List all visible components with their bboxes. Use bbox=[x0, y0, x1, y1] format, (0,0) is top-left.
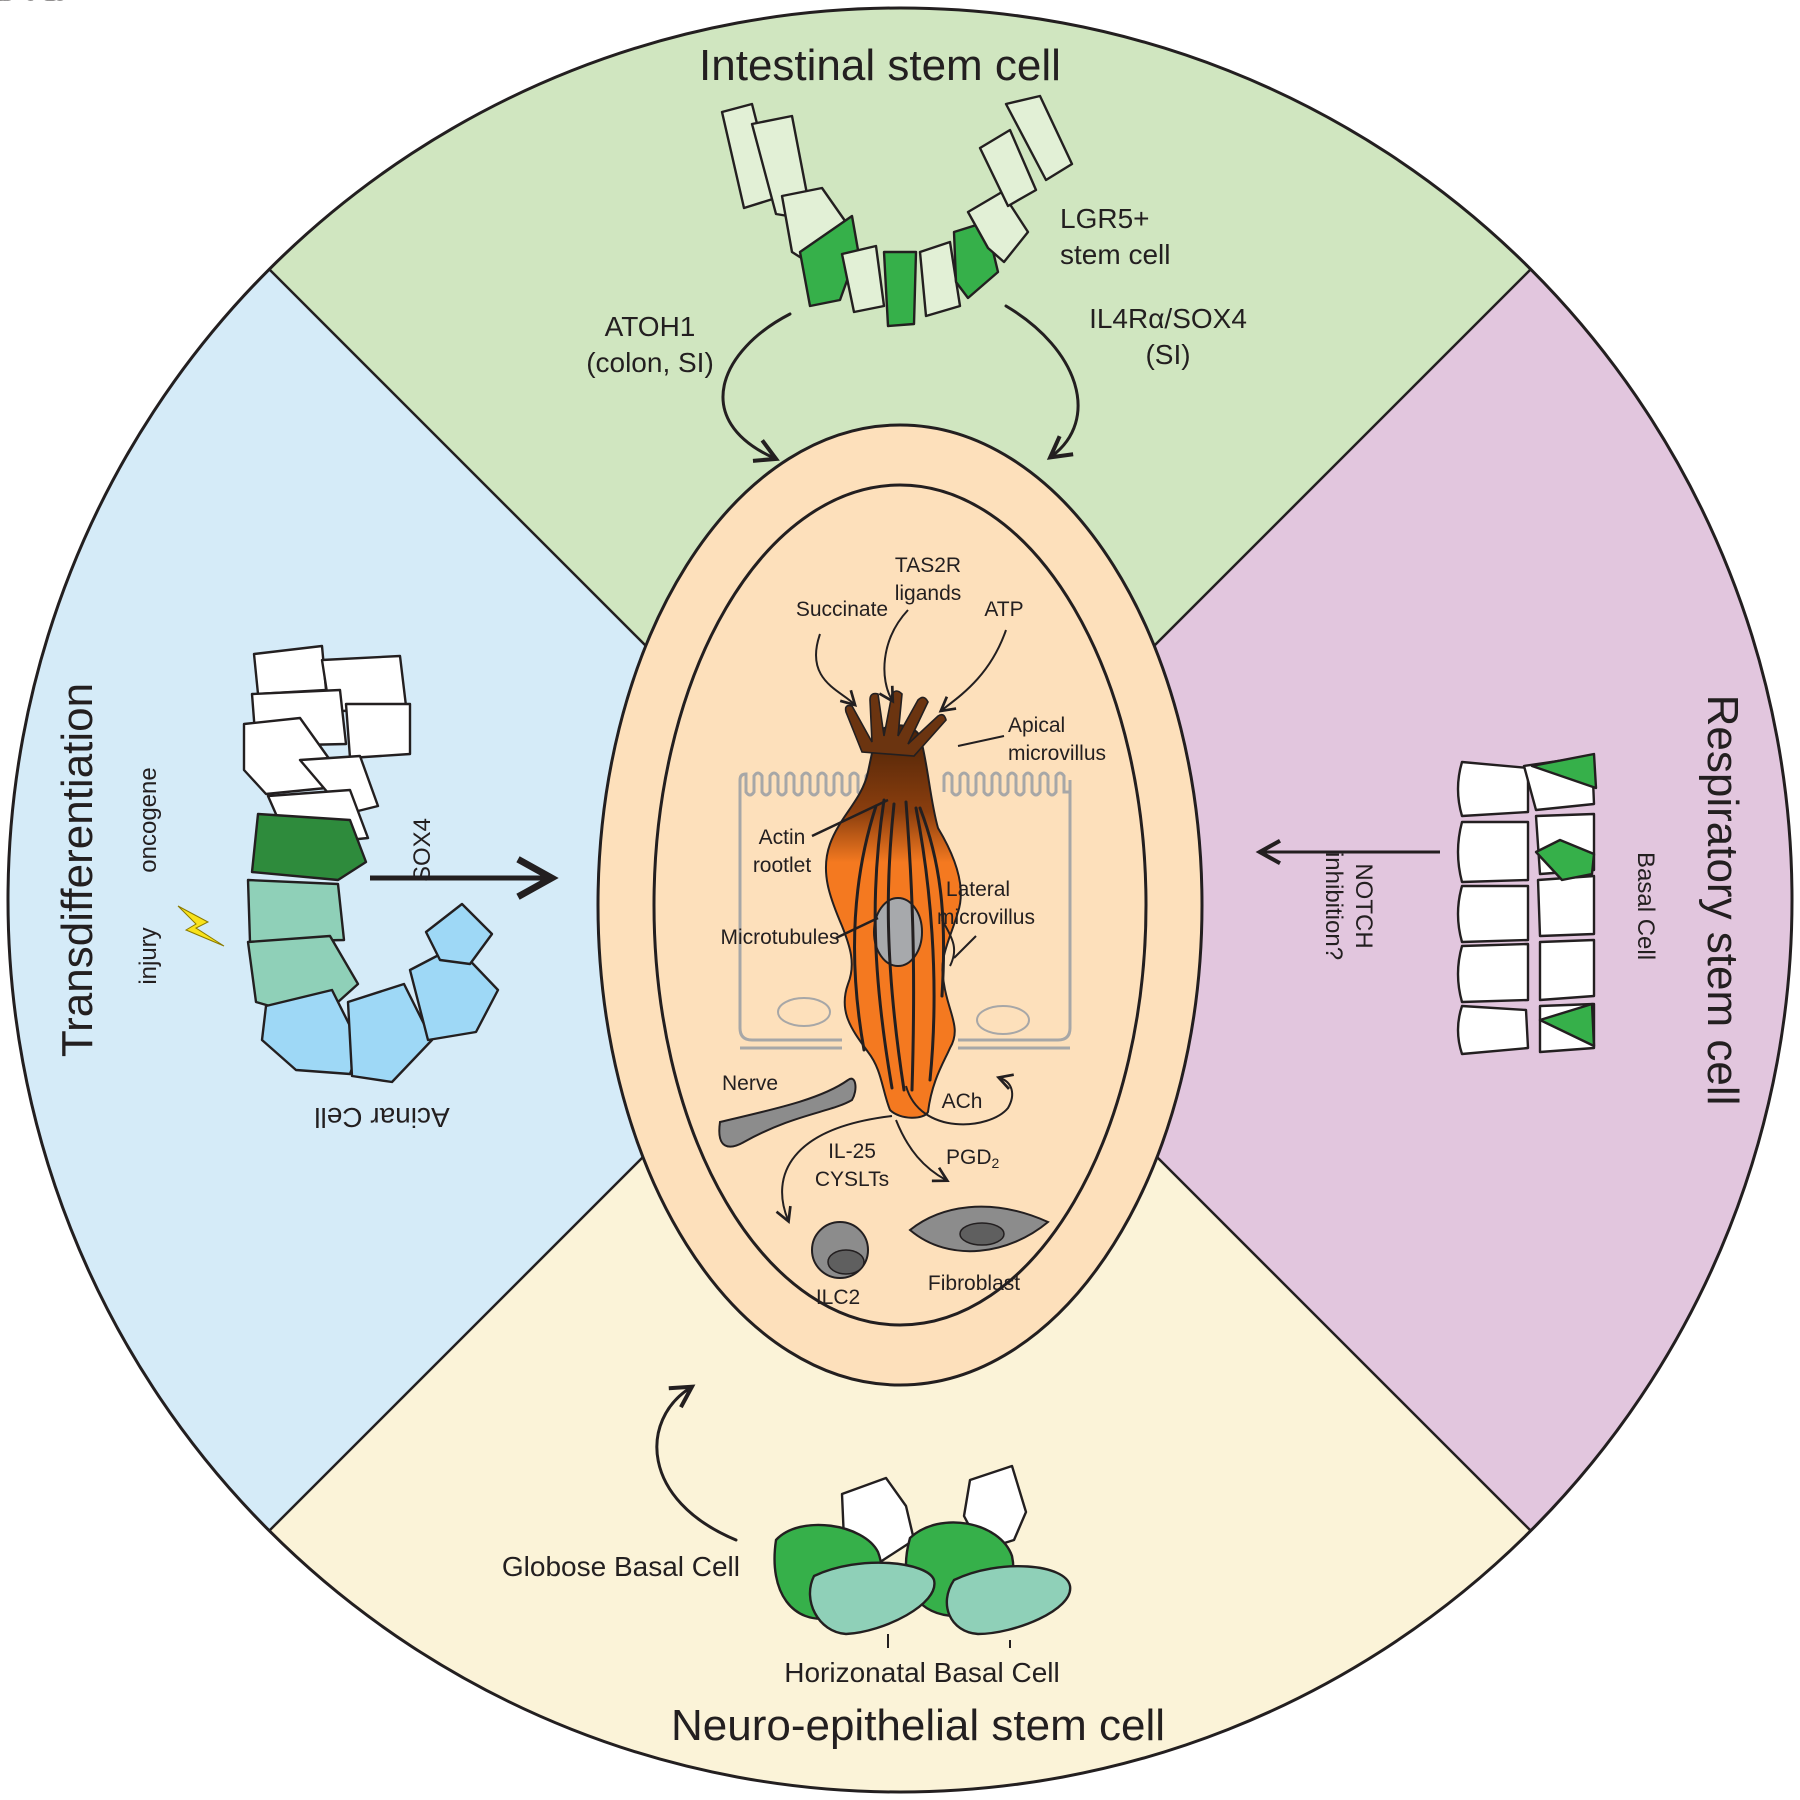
nerve bbox=[718, 1077, 857, 1148]
neighbor-nucleus bbox=[777, 997, 831, 1027]
marker-espn: ESPN bbox=[0, 0, 49, 10]
actin-label: rootlet bbox=[753, 854, 812, 877]
quadrant-respiratory-bg bbox=[900, 8, 1792, 1792]
ach-label: ACh bbox=[942, 1090, 983, 1113]
lateral-label: Lateral bbox=[946, 878, 1010, 901]
fibroblast-nucleus bbox=[959, 1222, 1005, 1246]
marker-alox5: ALOX5 bbox=[0, 0, 58, 10]
notch-label: NOTCH bbox=[1350, 863, 1377, 948]
lateral-label: microvillus bbox=[937, 906, 1035, 929]
pgd2-subscript: 2 bbox=[992, 1155, 1000, 1171]
ilc2-nucleus bbox=[827, 1249, 865, 1275]
transdiff-cell-green bbox=[250, 812, 368, 882]
marker-tubulin: TUBULIN bbox=[0, 0, 77, 10]
marker-trpm5: TRPM5 bbox=[0, 0, 61, 10]
atoh1-arrow bbox=[721, 312, 792, 463]
sox4-label: SOX4 bbox=[409, 818, 436, 882]
neighbor-nucleus bbox=[976, 1005, 1030, 1035]
acinar-cell bbox=[346, 982, 434, 1084]
actin-label: Actin bbox=[759, 826, 806, 849]
acinar-cell bbox=[424, 902, 494, 966]
il4r-label: IL4Rα/SOX4 bbox=[1089, 303, 1247, 334]
horizontal-basal-cell bbox=[945, 1565, 1072, 1636]
acinar-cell bbox=[260, 988, 362, 1076]
nerve-label: Nerve bbox=[722, 1072, 778, 1095]
neighbor-epithelium bbox=[738, 780, 1072, 1042]
horizontal-basal-cell bbox=[808, 1561, 936, 1636]
marker-chat: CHAT bbox=[0, 0, 48, 10]
neuro-title: Neuro-epithelial stem cell bbox=[671, 1701, 1165, 1750]
microvilli-left bbox=[738, 771, 876, 797]
transdiff-title: Transdifferentiation bbox=[53, 683, 102, 1057]
tas2r-label: TAS2R bbox=[895, 554, 961, 577]
marker-spib: SPIB bbox=[0, 0, 41, 10]
marker-il25: IL-25 bbox=[0, 0, 41, 10]
atoh1-label: ATOH1 bbox=[605, 311, 696, 342]
marker-cdhr5: CDHR5 bbox=[0, 0, 62, 10]
microvilli-right bbox=[942, 771, 1072, 797]
apical-label: Apical bbox=[1008, 714, 1065, 737]
pgd2-label: PGD2 bbox=[946, 1146, 1000, 1171]
oncogene-label: oncogene bbox=[135, 767, 162, 872]
pgd2-arrow bbox=[895, 1119, 950, 1183]
ilc2-label: ILC2 bbox=[816, 1286, 860, 1309]
tas2r-arrow bbox=[878, 609, 909, 704]
fibroblast-label: Fibroblast bbox=[928, 1272, 1020, 1295]
respiratory-title: Respiratory stem cell bbox=[1698, 695, 1747, 1106]
atp-label: ATP bbox=[984, 598, 1023, 621]
apical-label: microvillus bbox=[1008, 742, 1106, 765]
notch-label: inhibition? bbox=[1320, 852, 1347, 960]
marker-dclk1: DCLK1* bbox=[0, 0, 65, 10]
horizontal-label: Horizonatal Basal Cell bbox=[784, 1657, 1059, 1688]
basal-cell bbox=[1530, 752, 1598, 790]
lgr5-cell bbox=[882, 250, 918, 328]
globose-label: Globose Basal Cell bbox=[502, 1551, 740, 1582]
succinate-label: Succinate bbox=[796, 598, 888, 621]
transdiff-cell-teal bbox=[246, 878, 346, 944]
il4r-label: (SI) bbox=[1145, 339, 1190, 370]
injury-label: injury bbox=[135, 927, 162, 984]
marker-avil: AVIL bbox=[0, 0, 38, 10]
tuft-cell bbox=[824, 690, 962, 1119]
marker-hpgds: HPGDS bbox=[0, 0, 64, 10]
il4r-arrow bbox=[1004, 304, 1080, 460]
intestinal-crypt bbox=[720, 94, 1074, 328]
basal-cell-label: Basal Cell bbox=[1632, 852, 1659, 960]
il25-label: CYSLTs bbox=[815, 1168, 889, 1191]
lightning-icon bbox=[177, 905, 225, 947]
intestinal-title: Intestinal stem cell bbox=[699, 41, 1061, 90]
il25-arrow bbox=[775, 1115, 893, 1224]
lgr5-label: LGR5+ bbox=[1060, 203, 1150, 234]
il25-label: IL-25 bbox=[828, 1140, 876, 1163]
outer-circle bbox=[6, 6, 1794, 1794]
microtubules-label: Microtubules bbox=[720, 926, 839, 949]
neuro-arrow bbox=[655, 1384, 738, 1542]
respiratory-epithelium bbox=[1456, 752, 1598, 1056]
succinate-arrow bbox=[814, 633, 858, 708]
olfactory-epithelium bbox=[773, 1464, 1072, 1648]
basal-cell bbox=[1534, 838, 1596, 882]
lgr5-label: stem cell bbox=[1060, 239, 1170, 270]
acinar-tissue bbox=[242, 644, 500, 1084]
marker-pou2f3: POU2F3 bbox=[0, 0, 70, 10]
ach-arrow bbox=[905, 1073, 1015, 1126]
tas2r-label: ligands bbox=[895, 582, 962, 605]
acinar-label: Acinar Cell bbox=[314, 1102, 449, 1133]
quadrant-transdiff-bg bbox=[8, 8, 900, 1792]
microtubule-bundle bbox=[852, 798, 946, 1092]
marker-ascl1: ASCL1 bbox=[0, 0, 57, 10]
basal-cell bbox=[1538, 1002, 1596, 1048]
atp-arrow bbox=[938, 629, 1007, 713]
atoh1-label: (colon, SI) bbox=[586, 347, 714, 378]
